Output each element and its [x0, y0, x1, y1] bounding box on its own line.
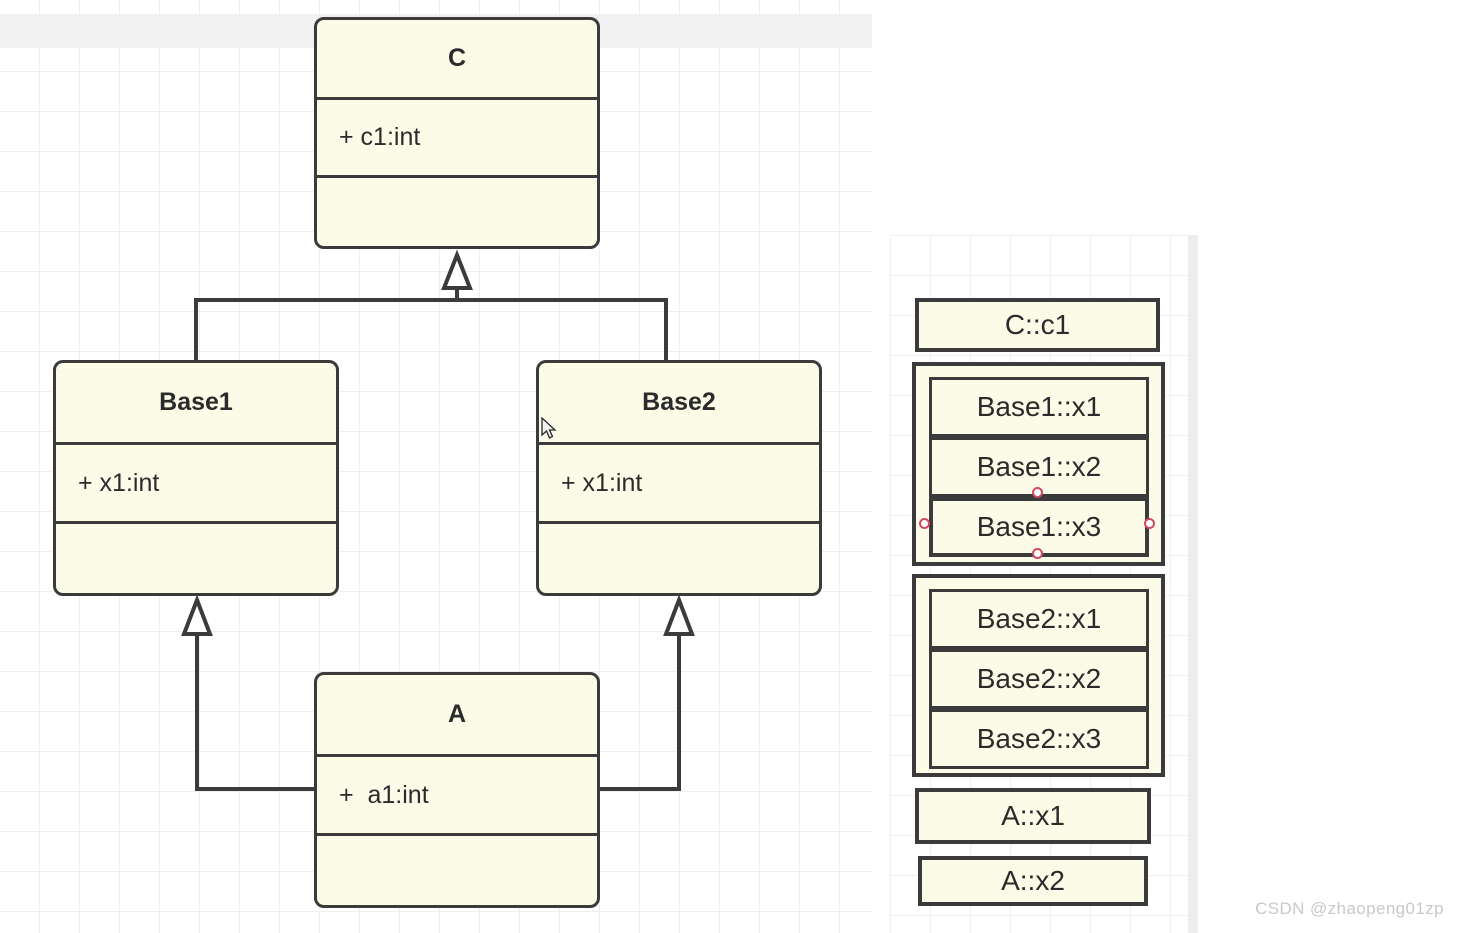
uml-class-base1-operations [56, 524, 336, 593]
uml-divider [539, 442, 819, 445]
uml-divider [317, 754, 597, 757]
uml-class-a-operations [317, 836, 597, 905]
uml-class-c-operations [317, 178, 597, 246]
uml-class-base1[interactable]: Base1 + x1:int [53, 360, 339, 596]
uml-class-base2[interactable]: Base2 + x1:int [536, 360, 822, 596]
uml-class-base2-operations [539, 524, 819, 593]
uml-class-c-attribute: + c1:int [339, 123, 421, 151]
memory-slot-a-x1[interactable]: A::x1 [915, 788, 1151, 844]
uml-class-base2-title: Base2 [642, 388, 716, 416]
uml-divider [317, 833, 597, 836]
memory-layout-scrollbar[interactable] [1188, 235, 1198, 933]
uml-divider [56, 521, 336, 524]
memory-slot-base1-x1[interactable]: Base1::x1 [929, 377, 1149, 437]
class-diagram-canvas[interactable]: C + c1:int Base1 + x1:int Base2 + x1:int… [0, 0, 872, 933]
memory-layout-panel[interactable]: C::c1 Base1::x1 Base1::x2 Base1::x3 Base… [872, 0, 1460, 933]
uml-class-base2-attribute: + x1:int [561, 468, 643, 497]
mouse-cursor-icon [541, 417, 557, 439]
uml-class-a-attribute: + a1:int [339, 780, 429, 809]
uml-divider [317, 97, 597, 100]
watermark-text: CSDN @zhaopeng01zp [1255, 899, 1444, 918]
selection-handle-left[interactable] [919, 518, 930, 529]
selection-handle-right[interactable] [1144, 518, 1155, 529]
memory-group-base2[interactable]: Base2::x1 Base2::x2 Base2::x3 [912, 574, 1165, 777]
memory-slot-base2-x2[interactable]: Base2::x2 [929, 649, 1149, 709]
uml-class-base1-attribute: + x1:int [78, 468, 160, 497]
uml-divider [317, 175, 597, 178]
uml-class-c[interactable]: C + c1:int [314, 17, 600, 249]
uml-class-base1-title: Base1 [159, 388, 233, 416]
selection-handle-top[interactable] [1032, 487, 1043, 498]
uml-divider [56, 442, 336, 445]
uml-class-c-title: C [447, 44, 467, 72]
uml-divider [539, 521, 819, 524]
uml-class-a-title: A [447, 700, 467, 728]
memory-slot-base1-x3[interactable]: Base1::x3 [929, 497, 1149, 557]
memory-slot-c-c1[interactable]: C::c1 [915, 298, 1160, 352]
uml-class-a[interactable]: A + a1:int [314, 672, 600, 908]
memory-slot-base2-x1[interactable]: Base2::x1 [929, 589, 1149, 649]
selection-handle-bottom[interactable] [1032, 548, 1043, 559]
memory-group-base1[interactable]: Base1::x1 Base1::x2 Base1::x3 [912, 362, 1165, 566]
memory-slot-base2-x3[interactable]: Base2::x3 [929, 709, 1149, 769]
memory-slot-a-x2[interactable]: A::x2 [918, 856, 1148, 906]
